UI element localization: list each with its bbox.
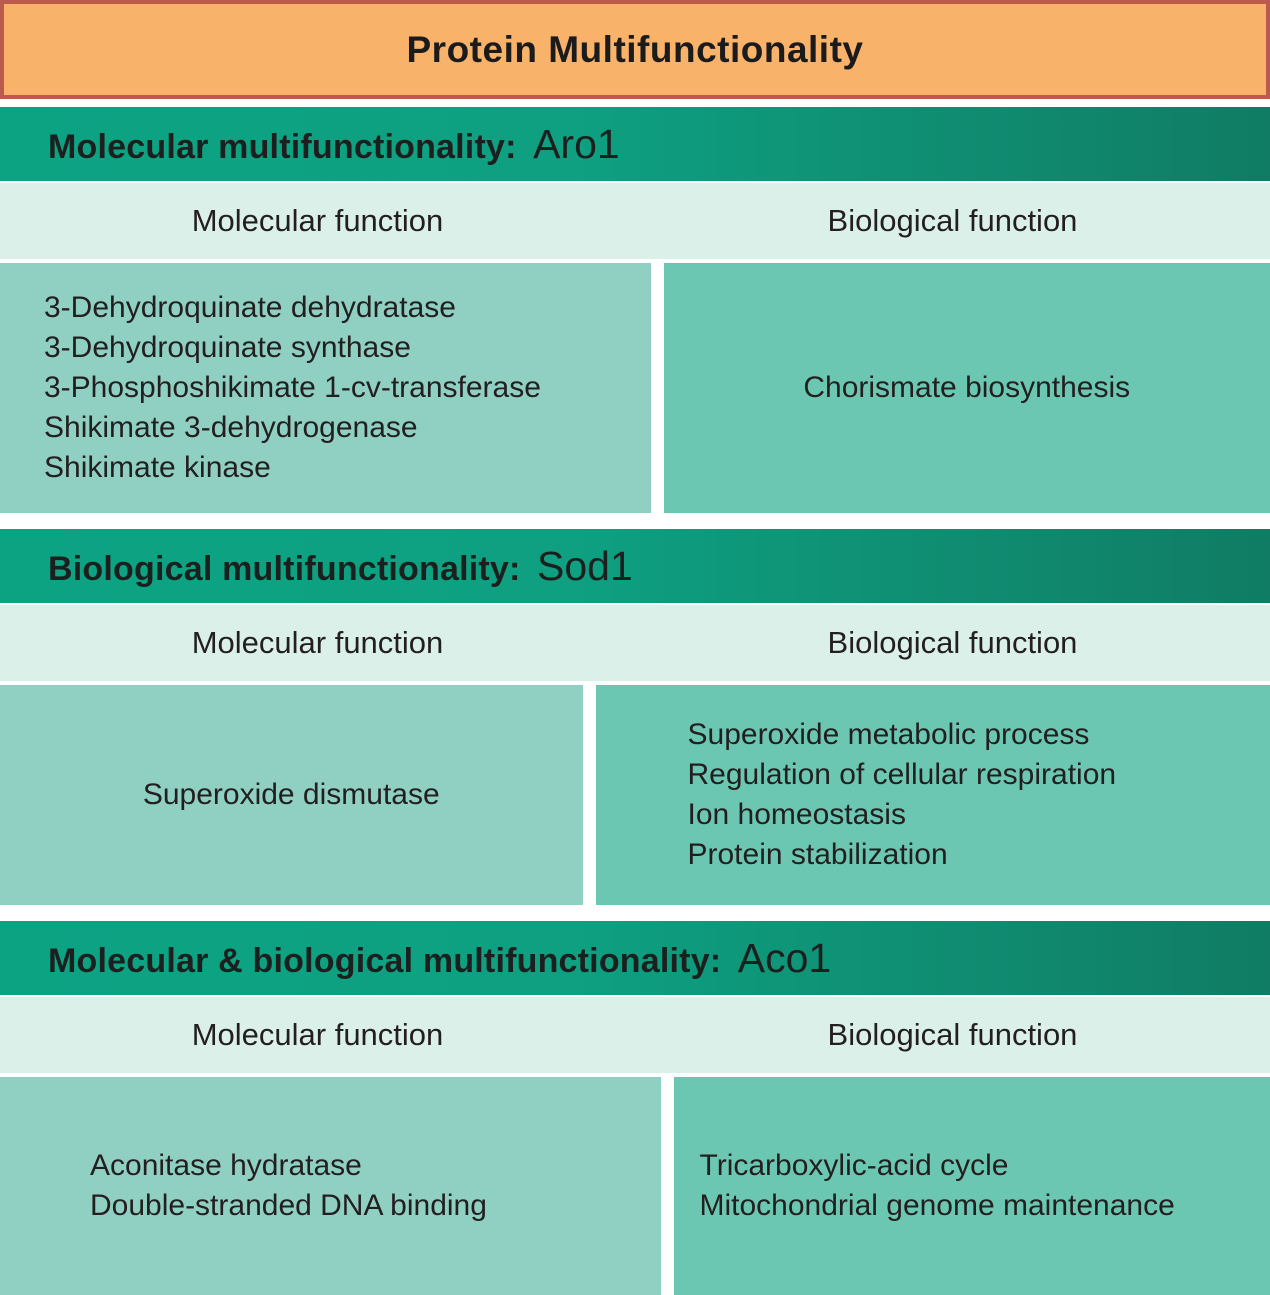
section-aco1-label: Molecular & biological multifunctionalit… [48,942,721,980]
function-item: Shikimate kinase [44,448,651,488]
section-aco1: Molecular & biological multifunctionalit… [0,921,1270,1295]
function-item: Regulation of cellular respiration [688,755,1270,795]
function-item: Chorismate biosynthesis [803,368,1130,408]
function-item: Aconitase hydratase [90,1146,661,1186]
function-item: Ion homeostasis [688,795,1270,835]
section-sod1-label: Biological multifunctionality: [48,550,521,588]
function-item: Mitochondrial genome maintenance [700,1186,1270,1226]
function-item: Superoxide dismutase [143,775,440,815]
figure-title-box: Protein Multifunctionality [0,0,1270,99]
section-sod1: Biological multifunctionality: Sod1 Mole… [0,529,1270,905]
function-item: 3-Dehydroquinate synthase [44,328,651,368]
function-item: Superoxide metabolic process [688,715,1270,755]
column-header-molecular-function: Molecular function [0,605,635,681]
section-sod1-protein-name: Sod1 [537,543,633,589]
section-aro1-label: Molecular multifunctionality: [48,128,517,166]
section-aco1-protein-name: Aco1 [738,935,831,981]
figure-title: Protein Multifunctionality [407,29,864,71]
section-aro1-column-headers: Molecular function Biological function [0,183,1270,259]
section-sod1-content-row: Superoxide dismutase Superoxide metaboli… [0,685,1270,905]
section-aro1-title-bar: Molecular multifunctionality: Aro1 [0,107,1270,181]
column-header-biological-function: Biological function [635,997,1270,1073]
section-sod1-column-headers: Molecular function Biological function [0,605,1270,681]
section-aro1-protein-name: Aro1 [533,121,620,167]
function-item: Protein stabilization [688,835,1270,875]
function-item: 3-Dehydroquinate dehydratase [44,288,651,328]
sod1-molecular-function-cell: Superoxide dismutase [0,685,583,905]
section-aro1-title: Molecular multifunctionality: Aro1 [48,121,620,168]
section-aro1: Molecular multifunctionality: Aro1 Molec… [0,107,1270,513]
column-header-molecular-function: Molecular function [0,997,635,1073]
aro1-biological-function-cell: Chorismate biosynthesis [664,263,1270,513]
function-item: Tricarboxylic-acid cycle [700,1146,1270,1186]
function-item: Shikimate 3-dehydrogenase [44,408,651,448]
section-sod1-title-bar: Biological multifunctionality: Sod1 [0,529,1270,603]
column-header-molecular-function: Molecular function [0,183,635,259]
section-aco1-title-bar: Molecular & biological multifunctionalit… [0,921,1270,995]
column-header-biological-function: Biological function [635,183,1270,259]
function-item: Double-stranded DNA binding [90,1186,661,1226]
section-aco1-column-headers: Molecular function Biological function [0,997,1270,1073]
section-aco1-title: Molecular & biological multifunctionalit… [48,935,831,982]
section-sod1-title: Biological multifunctionality: Sod1 [48,543,633,590]
function-item: 3-Phosphoshikimate 1-cv-transferase [44,368,651,408]
column-header-biological-function: Biological function [635,605,1270,681]
